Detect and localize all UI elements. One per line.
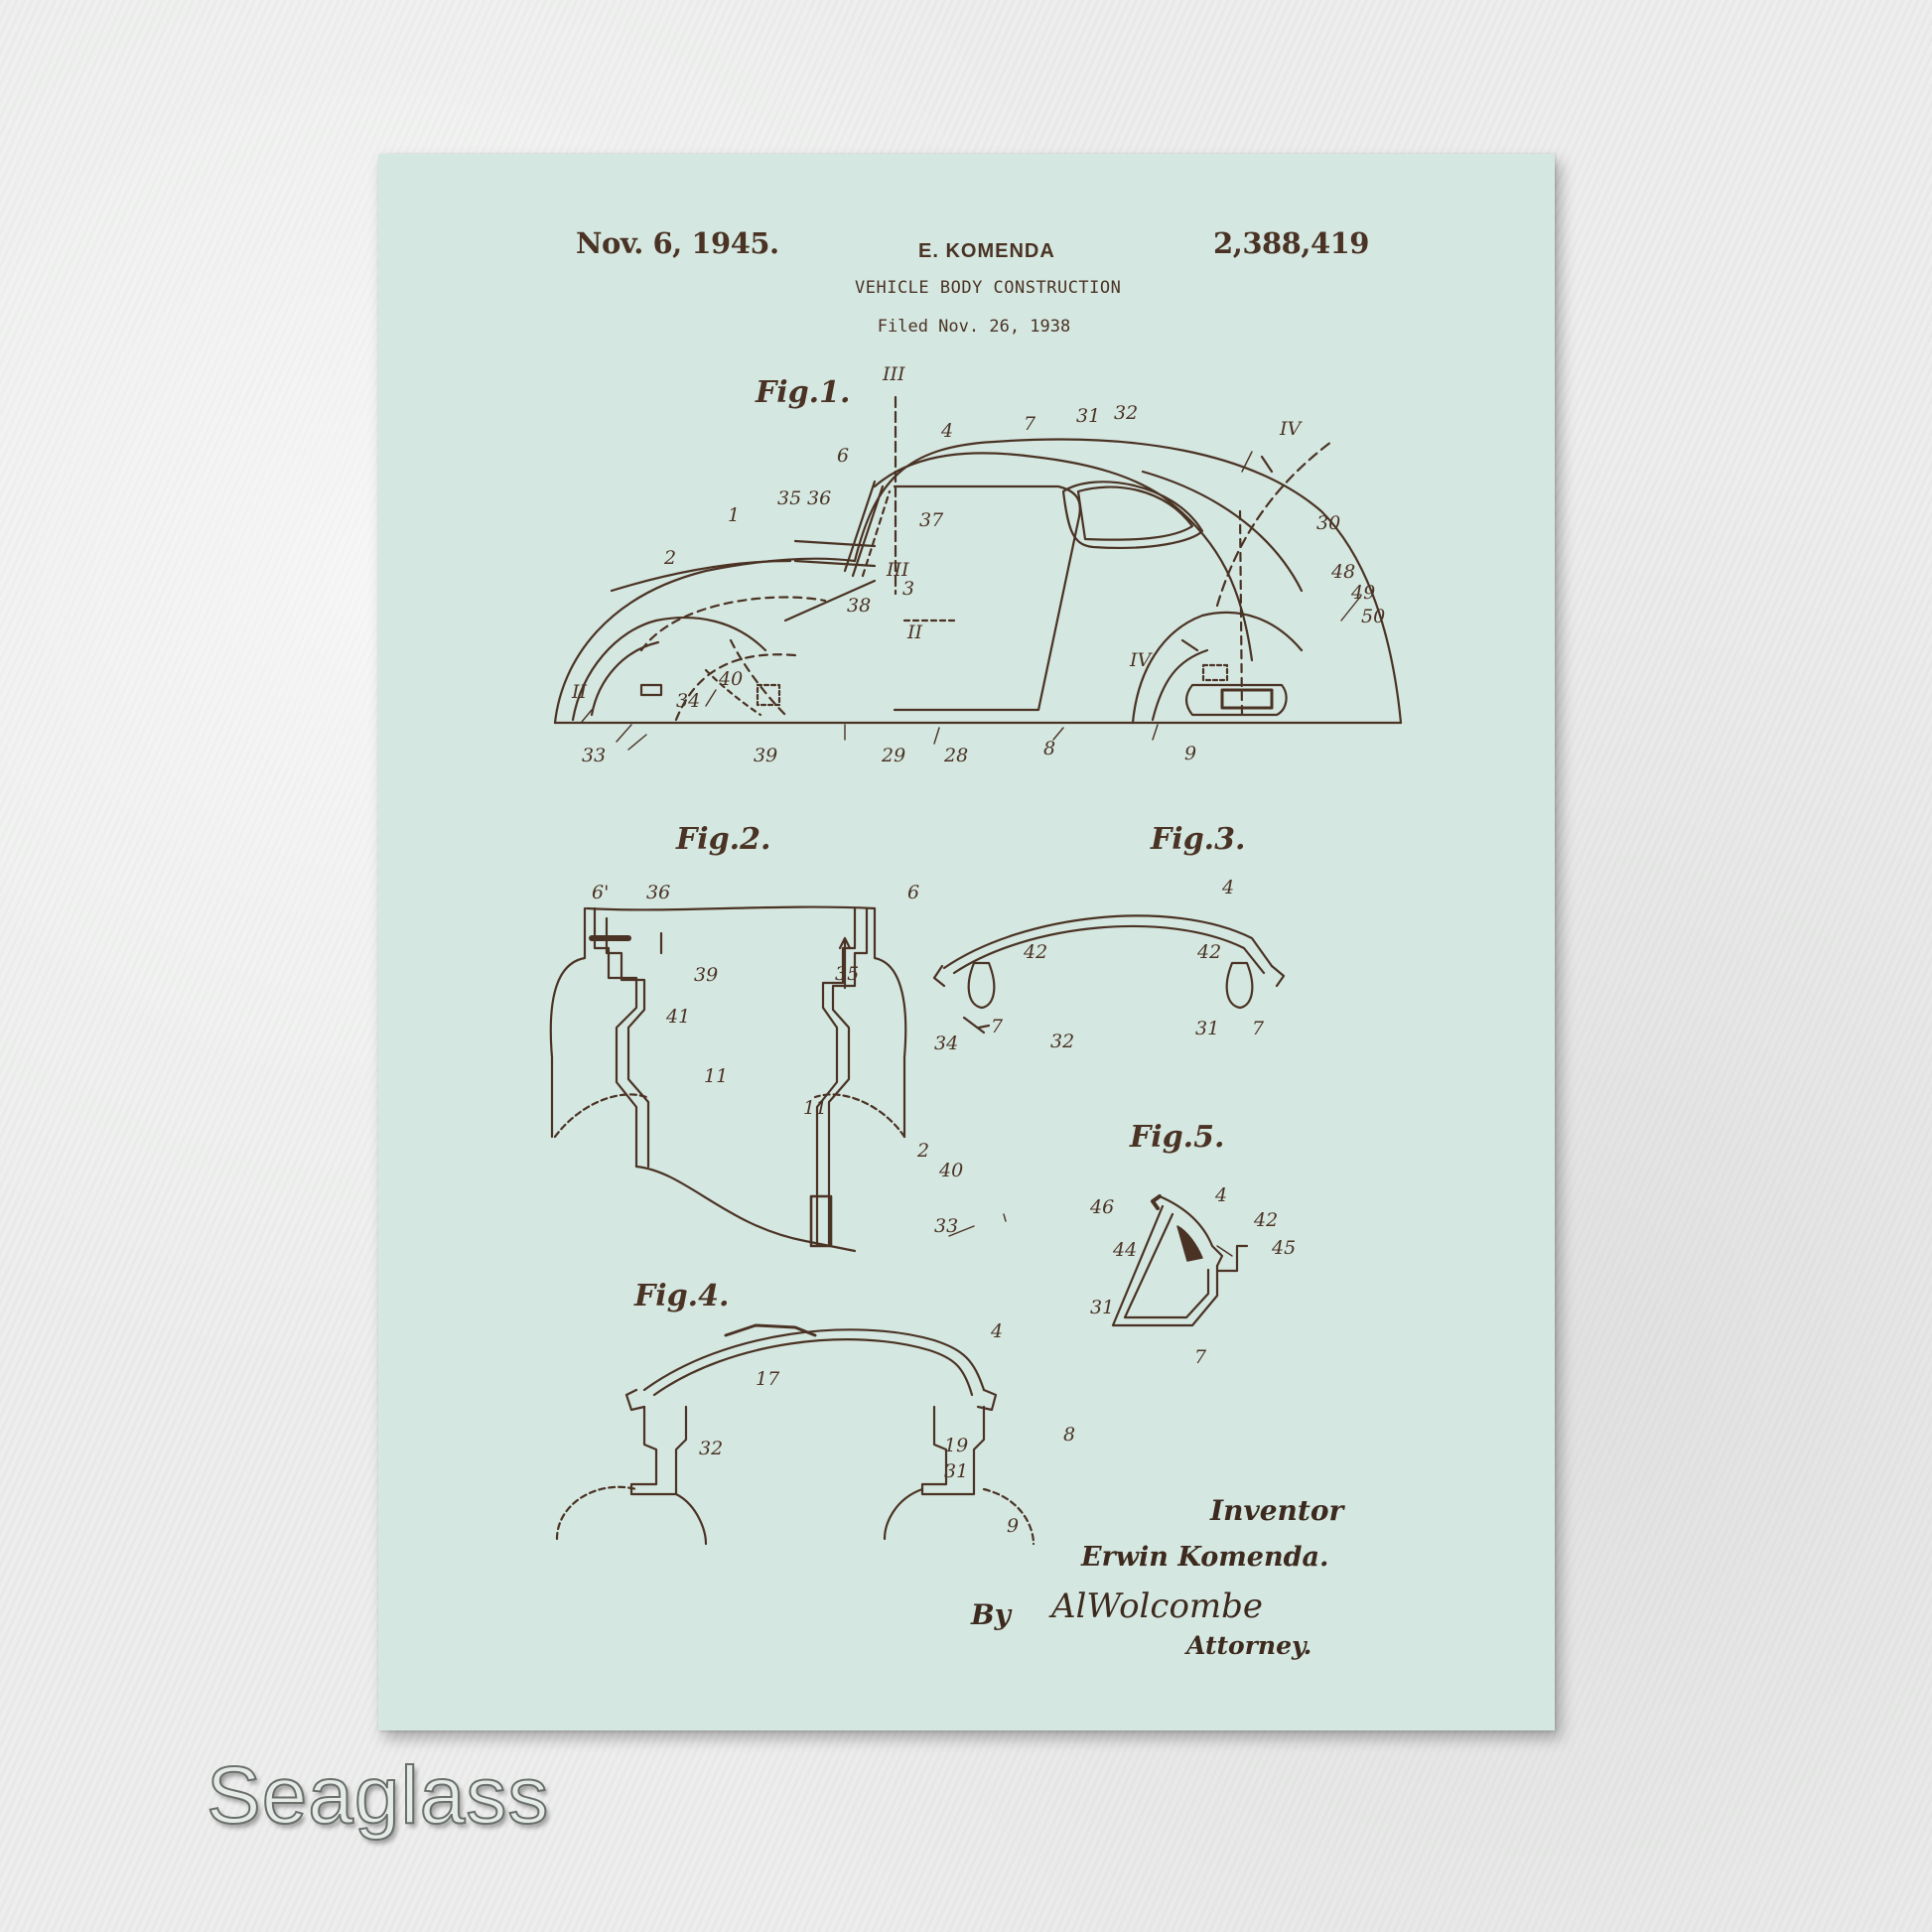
patent-title: VEHICLE BODY CONSTRUCTION	[855, 278, 1122, 298]
fig5-ref-44: 44	[1112, 1239, 1137, 1261]
fig2-ref-11b: 11	[803, 1097, 827, 1119]
fig4-ref-9: 9	[1007, 1515, 1019, 1537]
fig1-section-3b: III	[886, 559, 909, 581]
fig1-ref-3: 3	[902, 578, 914, 600]
patent-date: Nov. 6, 1945.	[576, 226, 779, 260]
attorney-signature: AlWolcombe	[1051, 1587, 1264, 1626]
fig3-ref-42b: 42	[1196, 941, 1221, 963]
fig1-ref-2: 2	[663, 547, 676, 569]
fig2-ref-41: 41	[665, 1006, 690, 1028]
fig2-ref-6-prime: 6'	[592, 882, 609, 903]
attorney-title: Attorney.	[1186, 1631, 1312, 1660]
fig1-ref-39: 39	[754, 745, 777, 766]
fig2-ref-2: 2	[916, 1140, 929, 1162]
fig3-section-drawing	[932, 914, 1286, 1035]
fig1-ref-4: 4	[940, 420, 953, 442]
fig3-label: Fig.3.	[1150, 822, 1245, 857]
patent-inventor: E. KOMENDA	[918, 240, 1055, 262]
fig1-ref-40: 40	[718, 668, 743, 690]
fig3-ref-32: 32	[1050, 1031, 1074, 1052]
fig1-ref-38: 38	[847, 595, 871, 617]
fig1-car-drawing	[553, 395, 1403, 725]
inventor-name: Erwin Komenda.	[1081, 1542, 1329, 1573]
fig4-ref-32: 32	[699, 1438, 723, 1459]
fig5-ref-42: 42	[1253, 1209, 1278, 1231]
fig1-ref-7: 7	[1024, 413, 1036, 435]
fig1-label: Fig.1.	[755, 375, 850, 410]
reference-leader-lines	[581, 451, 1362, 1257]
fig4-section-drawing	[555, 1323, 1035, 1546]
fig1-ref-30: 30	[1316, 512, 1340, 534]
fig3-ref-4: 4	[1221, 877, 1234, 898]
fig1-ref-35: 35	[777, 487, 801, 509]
patent-number: 2,388,419	[1213, 226, 1369, 260]
fig1-section-3a: III	[882, 363, 905, 385]
patent-drawing: Fig.1. Fig.2. Fig.3. Fig.4. Fig.5. 1 2 3…	[549, 363, 1403, 1546]
by-label: By	[971, 1598, 1011, 1631]
fig1-ref-1: 1	[728, 504, 740, 526]
fig5-ref-7: 7	[1194, 1346, 1207, 1368]
fig1-section-4a: IV	[1279, 418, 1304, 440]
color-variant-caption: Seaglass	[206, 1749, 550, 1842]
fig5-ref-31: 31	[1090, 1297, 1114, 1318]
fig4-label: Fig.4.	[633, 1279, 729, 1313]
fig1-ref-36: 36	[807, 487, 831, 509]
fig1-ref-34: 34	[676, 690, 700, 712]
fig1-ref-31: 31	[1076, 405, 1100, 427]
fig5-ref-45: 45	[1271, 1237, 1296, 1259]
fig2-ref-40: 40	[938, 1160, 963, 1181]
fig1-ref-8: 8	[1043, 738, 1055, 759]
fig1-ref-48: 48	[1330, 561, 1355, 583]
fig1-ref-37: 37	[919, 509, 944, 531]
fig1-section-2a: II	[571, 681, 588, 703]
fig3-ref-42a: 42	[1023, 941, 1047, 963]
fig1-ref-6: 6	[837, 445, 849, 467]
fig2-ref-36: 36	[646, 882, 670, 903]
fig5-ref-4: 4	[1214, 1184, 1227, 1206]
fig4-ref-4: 4	[990, 1320, 1003, 1342]
fig1-ref-9: 9	[1184, 743, 1196, 764]
fig1-section-2b: II	[906, 621, 923, 643]
fig2-ref-6: 6	[907, 882, 919, 903]
fig1-ref-33: 33	[582, 745, 606, 766]
fig2-label: Fig.2.	[675, 822, 770, 857]
fig3-ref-7a: 7	[991, 1016, 1004, 1037]
fig1-ref-28: 28	[943, 745, 968, 766]
fig5-ref-46: 46	[1089, 1196, 1114, 1218]
fig1-ref-32: 32	[1114, 402, 1138, 424]
inventor-title: Inventor	[1210, 1494, 1344, 1527]
fig3-ref-7b: 7	[1252, 1018, 1265, 1039]
fig4-ref-31: 31	[944, 1460, 968, 1482]
fig2-ref-35: 35	[835, 963, 859, 985]
fig1-ref-50: 50	[1361, 606, 1385, 627]
fig4-ref-19: 19	[944, 1435, 968, 1456]
patent-print: Nov. 6, 1945. E. KOMENDA 2,388,419 VEHIC…	[378, 154, 1555, 1730]
fig1-ref-49: 49	[1350, 582, 1375, 604]
fig2-ref-11a: 11	[704, 1065, 728, 1087]
fig2-ref-39: 39	[694, 964, 718, 986]
fig1-ref-29: 29	[881, 745, 905, 766]
fig1-section-4b: IV	[1129, 649, 1154, 671]
fig5-label: Fig.5.	[1129, 1120, 1224, 1155]
fig4-ref-8: 8	[1063, 1424, 1075, 1446]
fig2-ref-34: 34	[934, 1033, 958, 1054]
fig2-ref-33: 33	[934, 1215, 958, 1237]
fig2-section-drawing	[549, 905, 907, 1253]
fig3-ref-31: 31	[1195, 1018, 1219, 1039]
patent-filed-date: Filed Nov. 26, 1938	[877, 317, 1071, 337]
fig5-section-drawing	[1111, 1194, 1249, 1327]
fig4-ref-17: 17	[756, 1368, 780, 1390]
